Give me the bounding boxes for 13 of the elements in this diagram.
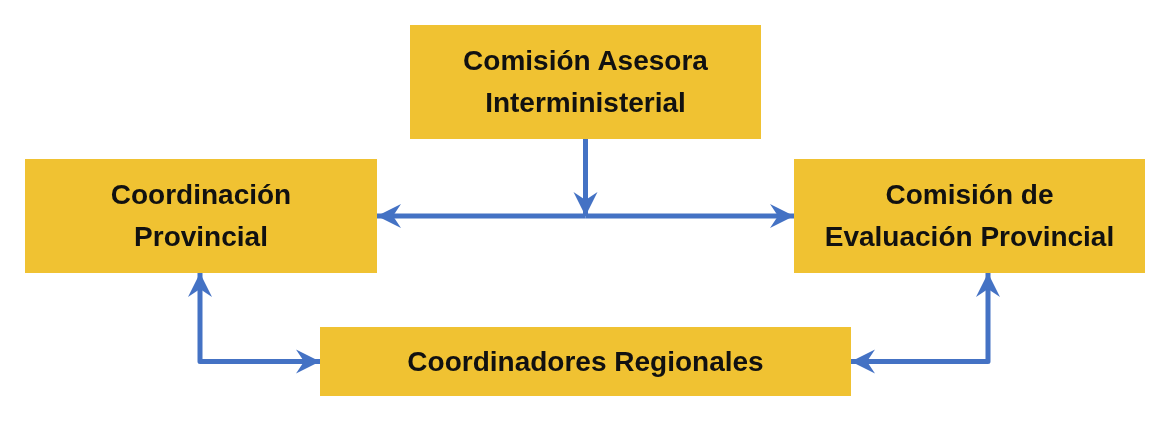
box-label: Comisión de Evaluación Provincial (823, 178, 1116, 254)
process-box (320, 327, 851, 396)
process-box (410, 25, 761, 139)
box-label: Coordinadores Regionales (407, 344, 764, 379)
box-label: Coordinación Provincial (109, 178, 293, 254)
connector-arrow (377, 204, 586, 228)
process-box (25, 159, 377, 273)
connector-arrow (585, 204, 794, 228)
process-box (794, 159, 1145, 273)
connector-arrow (188, 273, 320, 374)
box-label: Comisión Asesora Interministerial (462, 44, 709, 120)
connector-arrow (851, 273, 1000, 374)
connector-line (573, 139, 598, 216)
